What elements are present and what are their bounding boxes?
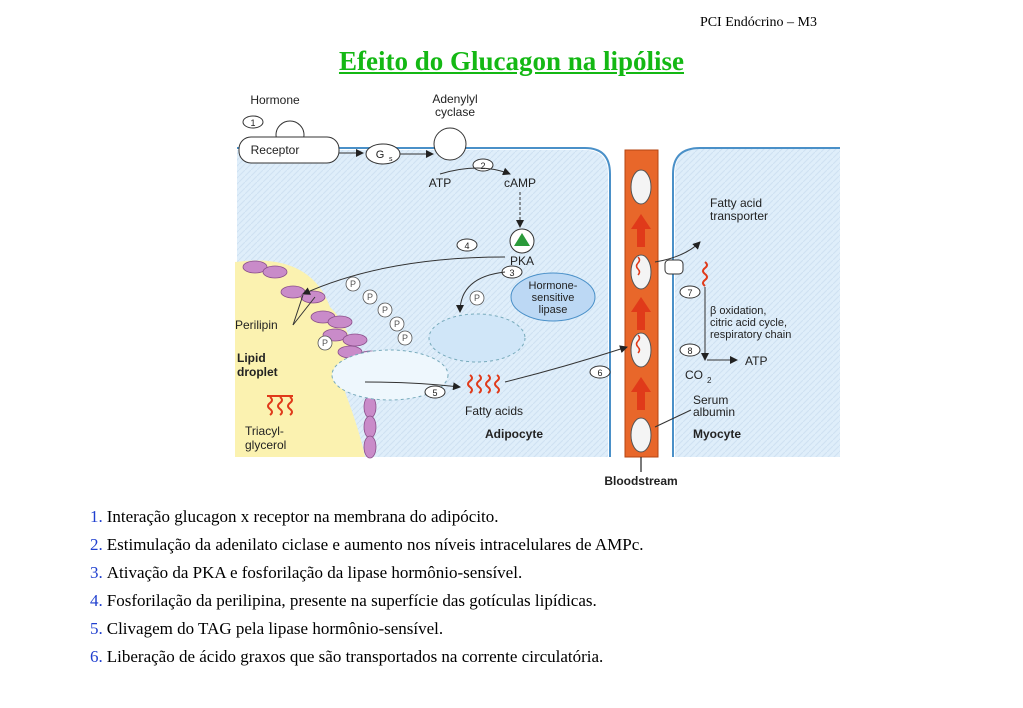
beta-oxidation-label-1: β oxidation, bbox=[710, 305, 766, 317]
triacylglycerol-label-1: Triacyl- bbox=[245, 424, 284, 438]
p-label: P bbox=[322, 338, 328, 348]
gs-label: G bbox=[376, 149, 385, 161]
phosphate-group bbox=[317, 276, 485, 351]
triacylglycerol-label-2: glycerol bbox=[245, 438, 286, 452]
step-6: 6 bbox=[597, 368, 602, 378]
caption-number: 5. bbox=[90, 619, 103, 638]
caption-text: Liberação de ácido graxos que são transp… bbox=[106, 647, 604, 666]
lipolysis-diagram: Bloodstream P P P P P P P bbox=[215, 92, 868, 492]
caption-number: 6. bbox=[90, 647, 103, 666]
gs-subscript: s bbox=[389, 156, 393, 163]
beta-oxidation-label-2: citric acid cycle, bbox=[710, 317, 787, 329]
caption-line: 6.Liberação de ácido graxos que são tran… bbox=[90, 647, 603, 667]
caption-number: 4. bbox=[90, 591, 103, 610]
caption-line: 2.Estimulação da adenilato ciclase e aum… bbox=[90, 535, 644, 555]
page-header: PCI Endócrino – M3 bbox=[699, 15, 817, 30]
co2-subscript: 2 bbox=[707, 376, 712, 385]
perilipin-label: Perilipin bbox=[235, 318, 278, 332]
pka-label: PKA bbox=[510, 254, 534, 268]
step-8: 8 bbox=[687, 346, 692, 356]
hsl-label-3: lipase bbox=[539, 304, 568, 316]
adenylyl-label-2: cyclase bbox=[435, 105, 475, 119]
caption-text: Fosforilação da perilipina, presente na … bbox=[106, 591, 597, 610]
fatty-acid-icon bbox=[702, 261, 708, 287]
caption-number: 2. bbox=[90, 535, 103, 554]
beta-oxidation-label-3: respiratory chain bbox=[710, 329, 791, 341]
perilipin bbox=[242, 260, 383, 459]
caption-text: Interação glucagon x receptor na membran… bbox=[106, 507, 499, 526]
lipid-droplet-label-1: Lipid bbox=[237, 351, 266, 365]
bloodstream-label: Bloodstream bbox=[604, 474, 677, 488]
adenylyl-cyclase bbox=[433, 127, 467, 161]
p-label: P bbox=[402, 333, 408, 343]
transporter-label-2: transporter bbox=[710, 209, 768, 223]
caption-line: 3.Ativação da PKA e fosforilação da lipa… bbox=[90, 563, 522, 583]
adipocyte-membrane bbox=[237, 147, 611, 457]
caption-line: 5.Clivagem do TAG pela lipase hormônio-s… bbox=[90, 619, 443, 639]
step-1: 1 bbox=[250, 118, 255, 128]
page-title: Efeito do Glucagon na lipólise bbox=[338, 46, 685, 76]
triacylglycerol-icon bbox=[267, 395, 293, 416]
camp-label: cAMP bbox=[504, 176, 536, 190]
hsl-label-1: Hormone- bbox=[529, 280, 578, 292]
hormone-sensitive-lipase-active bbox=[331, 349, 449, 401]
fatty-acids-label: Fatty acids bbox=[465, 404, 523, 418]
adenylyl-label-1: Adenylyl bbox=[432, 92, 477, 106]
p-label: P bbox=[382, 305, 388, 315]
serum-albumin bbox=[630, 254, 652, 290]
caption-number: 3. bbox=[90, 563, 103, 582]
serum-albumin-label-1: Serum bbox=[693, 393, 728, 407]
hormone-sensitive-lipase-inactive bbox=[428, 313, 526, 363]
fatty-acid-transporter bbox=[664, 259, 684, 275]
co2-label: CO bbox=[685, 368, 703, 382]
step-4: 4 bbox=[464, 241, 469, 251]
lipid-droplet-label-2: droplet bbox=[237, 365, 278, 379]
serum-albumin-label-2: albumin bbox=[693, 405, 735, 419]
caption-number: 1. bbox=[90, 507, 103, 526]
caption-line: 4.Fosforilação da perilipina, presente n… bbox=[90, 591, 597, 611]
serum-albumin bbox=[630, 169, 652, 205]
serum-albumin bbox=[630, 417, 652, 453]
p-label: P bbox=[367, 292, 373, 302]
caption-text: Ativação da PKA e fosforilação da lipase… bbox=[106, 563, 523, 582]
caption-line: 1.Interação glucagon x receptor na membr… bbox=[90, 507, 499, 527]
p-label: P bbox=[474, 293, 480, 303]
step-2: 2 bbox=[480, 161, 485, 171]
lipid-droplet bbox=[235, 260, 365, 457]
myocyte-label: Myocyte bbox=[693, 427, 741, 441]
step-7: 7 bbox=[687, 288, 692, 298]
hormone-sensitive-lipase bbox=[510, 272, 596, 322]
hsl-label-2: sensitive bbox=[532, 292, 575, 304]
blood-flow-arrows bbox=[631, 214, 651, 410]
step-3: 3 bbox=[509, 268, 514, 278]
receptor bbox=[238, 136, 340, 164]
adipocyte-label: Adipocyte bbox=[485, 427, 543, 441]
p-label: P bbox=[394, 319, 400, 329]
atp-label: ATP bbox=[429, 176, 451, 190]
hormone-label: Hormone bbox=[250, 93, 300, 107]
p-label: P bbox=[350, 279, 356, 289]
caption-text: Clivagem do TAG pela lipase hormônio-sen… bbox=[106, 619, 444, 638]
transporter-label-1: Fatty acid bbox=[710, 196, 762, 210]
myocyte-cell bbox=[675, 148, 840, 457]
caption-text: Estimulação da adenilato ciclase e aumen… bbox=[106, 535, 644, 554]
atp-output-label: ATP bbox=[745, 354, 767, 368]
fatty-acids-icon bbox=[467, 374, 500, 394]
serum-albumin bbox=[630, 332, 652, 368]
receptor-label: Receptor bbox=[251, 143, 300, 157]
step-5: 5 bbox=[432, 388, 437, 398]
